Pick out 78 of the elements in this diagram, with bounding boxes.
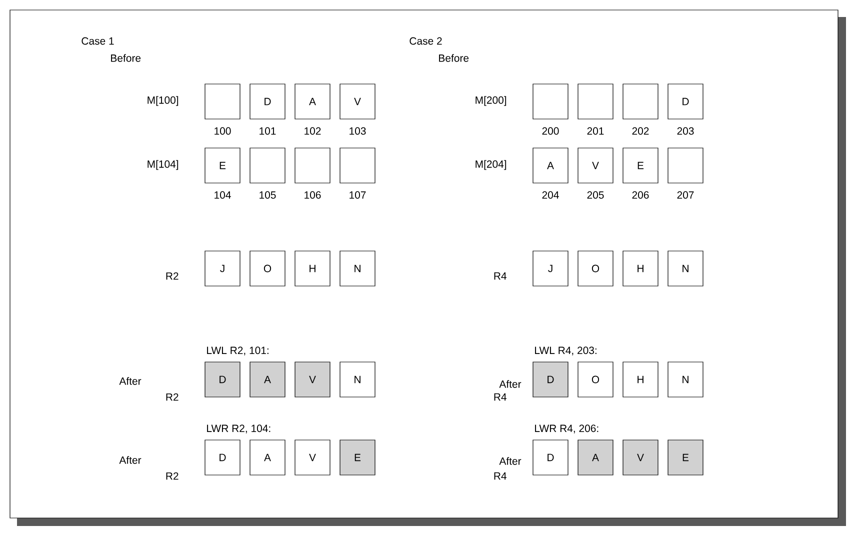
address-label: 100	[214, 127, 231, 135]
address-label: 102	[304, 127, 321, 135]
text-label: M[204]	[476, 160, 506, 170]
letter-cell: V	[578, 148, 614, 184]
text-label: R4	[494, 472, 506, 480]
address-label: 201	[587, 127, 604, 135]
letter-cell: D	[532, 362, 568, 398]
letter-cell: D	[250, 84, 286, 120]
letter-cell: N	[668, 362, 704, 398]
letter-cell: J	[204, 250, 240, 286]
letter-cell: V	[294, 362, 330, 398]
address-label: 105	[260, 191, 276, 199]
letter-cell: V	[622, 440, 658, 476]
letter-cell: E	[668, 440, 704, 476]
letter-cell: A	[250, 362, 286, 398]
address-label: 104	[214, 191, 231, 199]
text-label: R2	[166, 272, 178, 280]
text-label: R2	[166, 393, 178, 401]
letter-cell: O	[578, 250, 614, 286]
text-label: LWR R2, 104:	[207, 424, 270, 434]
letter-cell: N	[340, 250, 376, 286]
letter-cell: H	[294, 250, 330, 286]
letter-cell: J	[532, 250, 568, 286]
empty-cell	[622, 84, 658, 120]
text-label: M[200]	[476, 96, 506, 106]
text-label: LWR R4, 206:	[535, 424, 598, 434]
letter-cell: E	[622, 148, 658, 184]
empty-cell	[294, 148, 330, 184]
text-label: After	[119, 456, 142, 464]
text-label: After	[499, 380, 522, 388]
letter-cell: H	[622, 362, 658, 398]
letter-cell: D	[204, 440, 240, 476]
text-label: After	[499, 457, 522, 465]
address-label: 202	[632, 127, 649, 135]
address-label: 204	[542, 191, 559, 199]
text-label: M[104]	[148, 160, 178, 170]
letter-cell: D	[532, 440, 568, 476]
empty-cell	[340, 148, 376, 184]
address-label: 206	[632, 191, 649, 199]
empty-cell	[250, 148, 286, 184]
text-label: After	[119, 377, 142, 385]
letter-cell: O	[578, 362, 614, 398]
text-label: LWL R4, 203:	[535, 346, 596, 356]
text-label: R2	[166, 472, 178, 480]
address-label: 107	[350, 191, 366, 199]
letter-cell: D	[668, 84, 704, 120]
letter-cell: H	[622, 250, 658, 286]
text-label: Before	[111, 54, 141, 62]
letter-cell: A	[578, 440, 614, 476]
text-label: Case 1	[82, 37, 114, 45]
letter-cell: N	[668, 250, 704, 286]
text-label: M[100]	[148, 96, 178, 106]
address-label: 203	[677, 127, 694, 135]
address-label: 101	[260, 127, 276, 135]
letter-cell: N	[340, 362, 376, 398]
address-label: 207	[677, 191, 694, 199]
letter-cell: A	[532, 148, 568, 184]
letter-cell: V	[294, 440, 330, 476]
text-label: R4	[494, 272, 506, 280]
empty-cell	[532, 84, 568, 120]
text-label: LWL R2, 101:	[207, 346, 268, 356]
letter-cell: A	[250, 440, 286, 476]
letter-cell: O	[250, 250, 286, 286]
address-label: 106	[304, 191, 321, 199]
address-label: 200	[542, 127, 559, 135]
empty-cell	[668, 148, 704, 184]
text-label: Before	[439, 54, 469, 62]
letter-cell: E	[204, 148, 240, 184]
text-label: R4	[494, 393, 506, 401]
letter-cell: A	[294, 84, 330, 120]
empty-cell	[204, 84, 240, 120]
letter-cell: E	[340, 440, 376, 476]
address-label: 103	[350, 127, 366, 135]
empty-cell	[578, 84, 614, 120]
address-label: 205	[587, 191, 604, 199]
letter-cell: D	[204, 362, 240, 398]
letter-cell: V	[340, 84, 376, 120]
text-label: Case 2	[410, 37, 442, 45]
